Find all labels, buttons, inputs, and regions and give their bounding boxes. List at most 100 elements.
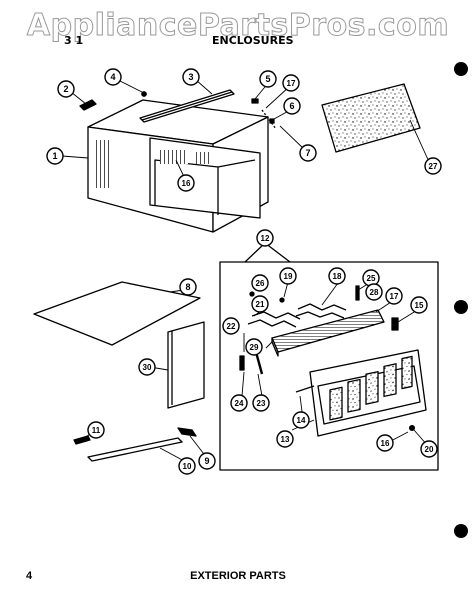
callout-circle [138, 358, 156, 376]
header-left-label: 3 1 [64, 34, 84, 47]
callout-circle [282, 74, 300, 92]
callout-circle [420, 440, 438, 458]
callout-c3: 3 [182, 68, 200, 86]
callout-circle [252, 394, 270, 412]
callout-number: 13 [281, 435, 290, 444]
callout-circle [276, 430, 294, 448]
callout-number: 29 [250, 343, 259, 352]
binder-hole-icon [454, 300, 468, 314]
bottom-rail-part [87, 437, 183, 462]
callout-circle [328, 267, 346, 285]
callout-c17b: 17 [385, 287, 403, 305]
front-assembly-box [219, 261, 439, 471]
callout-number: 6 [289, 101, 294, 111]
callout-number: 22 [227, 322, 236, 331]
callout-circle [230, 394, 248, 412]
page-number: 4 [26, 570, 33, 582]
callout-c11: 11 [87, 421, 105, 439]
callout-c24: 24 [230, 394, 248, 412]
callout-c8: 8 [179, 278, 197, 296]
pin-part-23 [254, 351, 264, 375]
callout-circle [178, 457, 196, 475]
callout-c27: 27 [424, 157, 442, 175]
callout-number: 5 [265, 74, 270, 84]
callout-number: 25 [367, 274, 376, 283]
callout-number: 15 [415, 301, 424, 310]
bracket-part-9 [177, 427, 197, 437]
callout-circle [87, 421, 105, 439]
callout-c12: 12 [256, 229, 274, 247]
callout-c2: 2 [57, 80, 75, 98]
callout-circle [198, 452, 216, 470]
callout-circle [251, 295, 269, 313]
callout-c16a: 16 [177, 174, 195, 192]
callout-number: 21 [256, 300, 265, 309]
callout-circle [104, 68, 122, 86]
callout-c20: 20 [420, 440, 438, 458]
callout-circle [179, 278, 197, 296]
callout-c5: 5 [259, 70, 277, 88]
callout-circle [177, 174, 195, 192]
callout-circle [299, 144, 317, 162]
callout-number: 11 [92, 426, 101, 435]
callout-circle [424, 157, 442, 175]
callout-circle [259, 70, 277, 88]
callout-number: 7 [305, 148, 310, 158]
callout-circle [410, 296, 428, 314]
callout-number: 19 [284, 272, 293, 281]
callout-c16b: 16 [376, 434, 394, 452]
binder-hole-icon [454, 524, 468, 538]
top-rail-part [139, 89, 235, 123]
callout-circle [279, 267, 297, 285]
callout-c25: 25 [362, 269, 380, 287]
callout-number: 30 [143, 363, 152, 372]
callout-c19: 19 [279, 267, 297, 285]
callout-circle [365, 283, 383, 301]
callout-number: 20 [425, 445, 434, 454]
callout-number: 3 [188, 72, 193, 82]
callout-number: 18 [333, 272, 342, 281]
callout-number: 2 [63, 84, 68, 94]
callout-circle [385, 287, 403, 305]
callout-c6: 6 [283, 97, 301, 115]
callout-c29: 29 [245, 338, 263, 356]
callout-circle [256, 229, 274, 247]
callout-c21: 21 [251, 295, 269, 313]
callout-circle [245, 338, 263, 356]
callout-c10: 10 [178, 457, 196, 475]
callout-number: 26 [256, 279, 265, 288]
strip-part-14 [295, 385, 315, 393]
callout-number: 10 [183, 462, 192, 471]
callout-number: 8 [185, 282, 190, 292]
callout-c4: 4 [104, 68, 122, 86]
pin-part-24 [239, 355, 245, 371]
callout-c7: 7 [299, 144, 317, 162]
callout-number: 14 [297, 416, 306, 425]
spring-part-25 [355, 285, 360, 301]
cabinet-part [87, 99, 269, 233]
callout-c9: 9 [198, 452, 216, 470]
callout-number: 24 [235, 399, 244, 408]
callout-circle [46, 147, 64, 165]
screw-part-19 [279, 297, 285, 303]
callout-c18a: 18 [328, 267, 346, 285]
callout-number: 17 [287, 79, 296, 88]
screw-part-4 [141, 91, 147, 97]
callout-c22: 22 [222, 317, 240, 335]
binder-hole-icon [454, 62, 468, 76]
page-title: EXTERIOR PARTS [190, 570, 286, 582]
callout-c14: 14 [292, 411, 310, 429]
bracket-part-2 [79, 99, 97, 111]
bracket-part-11 [73, 435, 91, 445]
callout-number: 1 [52, 151, 57, 161]
callout-circle [283, 97, 301, 115]
callout-c30: 30 [138, 358, 156, 376]
callout-number: 4 [110, 72, 115, 82]
callout-c15: 15 [410, 296, 428, 314]
callout-number: 16 [182, 179, 191, 188]
callout-c23: 23 [252, 394, 270, 412]
clip-part-15 [391, 317, 399, 331]
